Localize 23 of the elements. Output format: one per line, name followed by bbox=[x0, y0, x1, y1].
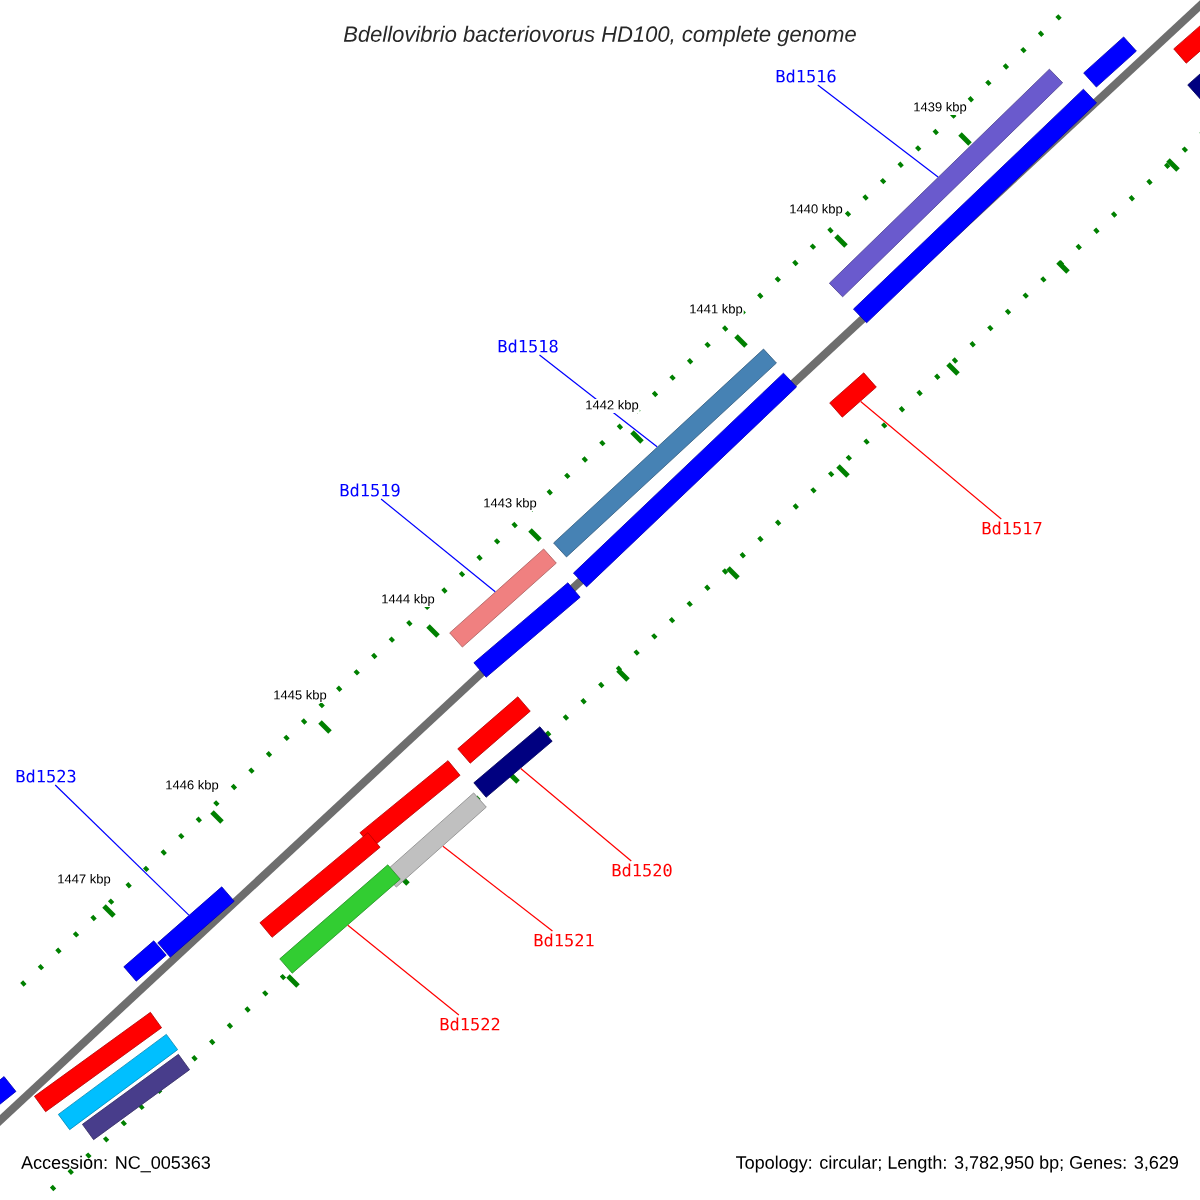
leader-line bbox=[54, 784, 190, 916]
gene-bar bbox=[829, 372, 877, 418]
gene-bar bbox=[157, 886, 235, 958]
gene-bar bbox=[279, 864, 401, 974]
gene-label: Bd1516 bbox=[776, 69, 836, 83]
gene-label: Bd1522 bbox=[440, 1017, 500, 1031]
gene-label: Bd1517 bbox=[982, 521, 1042, 535]
gene-bar bbox=[449, 548, 557, 648]
leader-line bbox=[520, 767, 632, 862]
gene-label: Bd1518 bbox=[498, 339, 558, 353]
gene-bar bbox=[473, 726, 553, 798]
accession-text: Accession: NC_005363 bbox=[21, 1155, 210, 1173]
gene-label: Bd1523 bbox=[16, 769, 76, 783]
leader-line bbox=[380, 498, 496, 593]
title: Bdellovibrio bacteriovorus HD100, complete genome bbox=[343, 25, 856, 47]
leader-line bbox=[860, 400, 1002, 520]
leader-line bbox=[347, 924, 460, 1016]
gene-label: Bd1520 bbox=[612, 863, 672, 877]
gene-label: Bd1521 bbox=[534, 933, 594, 947]
leader-line bbox=[817, 84, 939, 178]
leader-line bbox=[442, 845, 554, 932]
genome-info-text: Topology: circular; Length: 3,782,950 bp; Genes: 3,629 bbox=[736, 1155, 1178, 1173]
gene-label: Bd1519 bbox=[340, 483, 400, 497]
